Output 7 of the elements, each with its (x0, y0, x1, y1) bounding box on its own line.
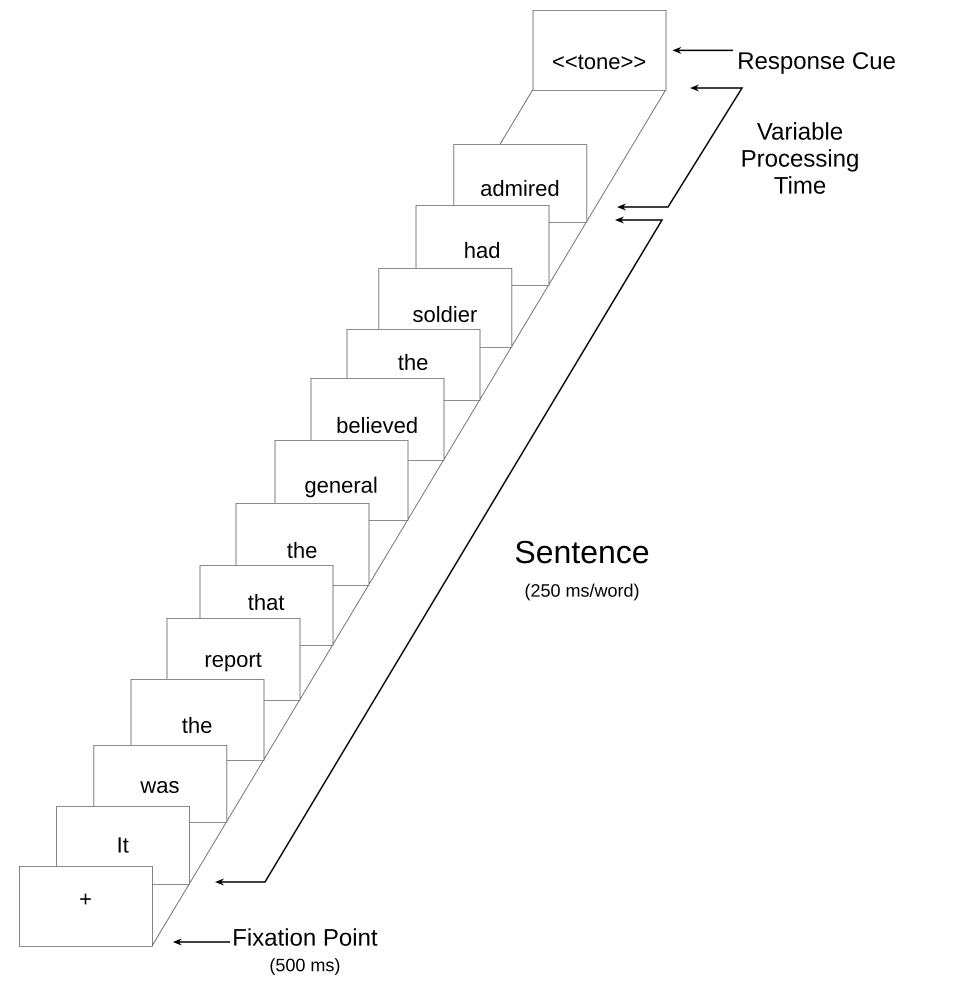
callout-label: Fixation Point (500 ms) (234, 928, 378, 975)
word-card: <<tone>> (532, 10, 666, 91)
annotation-text: (250 ms/word) (526, 584, 638, 600)
annotation-text: Variable Processing Time (742, 122, 858, 194)
word-card: + (19, 866, 153, 947)
annotation-text: Sentence (516, 540, 648, 564)
callout-label: Response Cue (739, 52, 895, 74)
